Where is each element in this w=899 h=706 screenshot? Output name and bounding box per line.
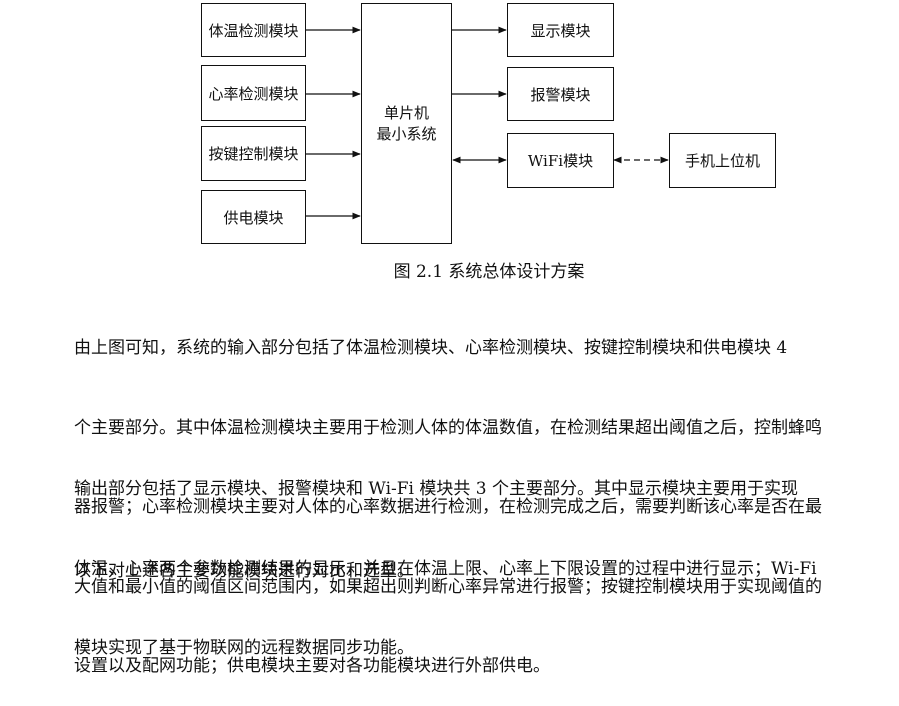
- input-box-temperature: 体温检测模块: [201, 3, 306, 57]
- paragraph-line: 器报警；心率检测模块主要对人体的心率数据进行检测，在检测完成之后，需要判断该心率…: [74, 497, 822, 517]
- host-box-phone: 手机上位机: [669, 133, 776, 188]
- mcu-box: 单片机 最小系统: [361, 3, 452, 244]
- paragraph-selection: 以下对上述各主要功能模块进行对比和选型。: [74, 505, 899, 611]
- output-box-wifi: WiFi模块: [507, 133, 614, 188]
- input-label-heartrate: 心率检测模块: [208, 84, 299, 103]
- output-label-alarm: 报警模块: [530, 85, 591, 104]
- output-box-alarm: 报警模块: [507, 67, 614, 121]
- system-block-diagram: [306, 26, 669, 220]
- output-label-wifi: WiFi模块: [527, 152, 594, 170]
- input-box-keypad: 按键控制模块: [201, 126, 306, 181]
- mcu-label-line1: 单片机: [383, 103, 429, 122]
- paragraph-line: 以下对上述各主要功能模块进行对比和选型。: [74, 561, 414, 581]
- paragraph-line: 输出部分包括了显示模块、报警模块和 Wi-Fi 模块共 3 个主要部分。其中显示…: [74, 479, 799, 499]
- input-box-heartrate: 心率检测模块: [201, 65, 306, 121]
- input-label-temperature: 体温检测模块: [208, 21, 299, 40]
- input-label-keypad: 按键控制模块: [208, 145, 299, 163]
- mcu-label-line2: 最小系统: [376, 124, 437, 143]
- output-box-display: 显示模块: [507, 3, 614, 57]
- figure-caption: 图 2.1 系统总体设计方案: [393, 262, 585, 282]
- paragraph-line: 模块实现了基于物联网的远程数据同步功能。: [74, 638, 414, 658]
- paragraph-line: 个主要部分。其中体温检测模块主要用于检测人体的体温数值，在检测结果超出阈值之后，…: [74, 417, 822, 438]
- input-label-power: 供电模块: [223, 208, 284, 227]
- input-box-power: 供电模块: [201, 190, 306, 244]
- paragraph-line: 由上图可知，系统的输入部分包括了体温检测模块、心率检测模块、按键控制模块和供电模…: [74, 338, 788, 358]
- output-label-display: 显示模块: [530, 21, 591, 40]
- host-label-phone: 手机上位机: [684, 152, 760, 170]
